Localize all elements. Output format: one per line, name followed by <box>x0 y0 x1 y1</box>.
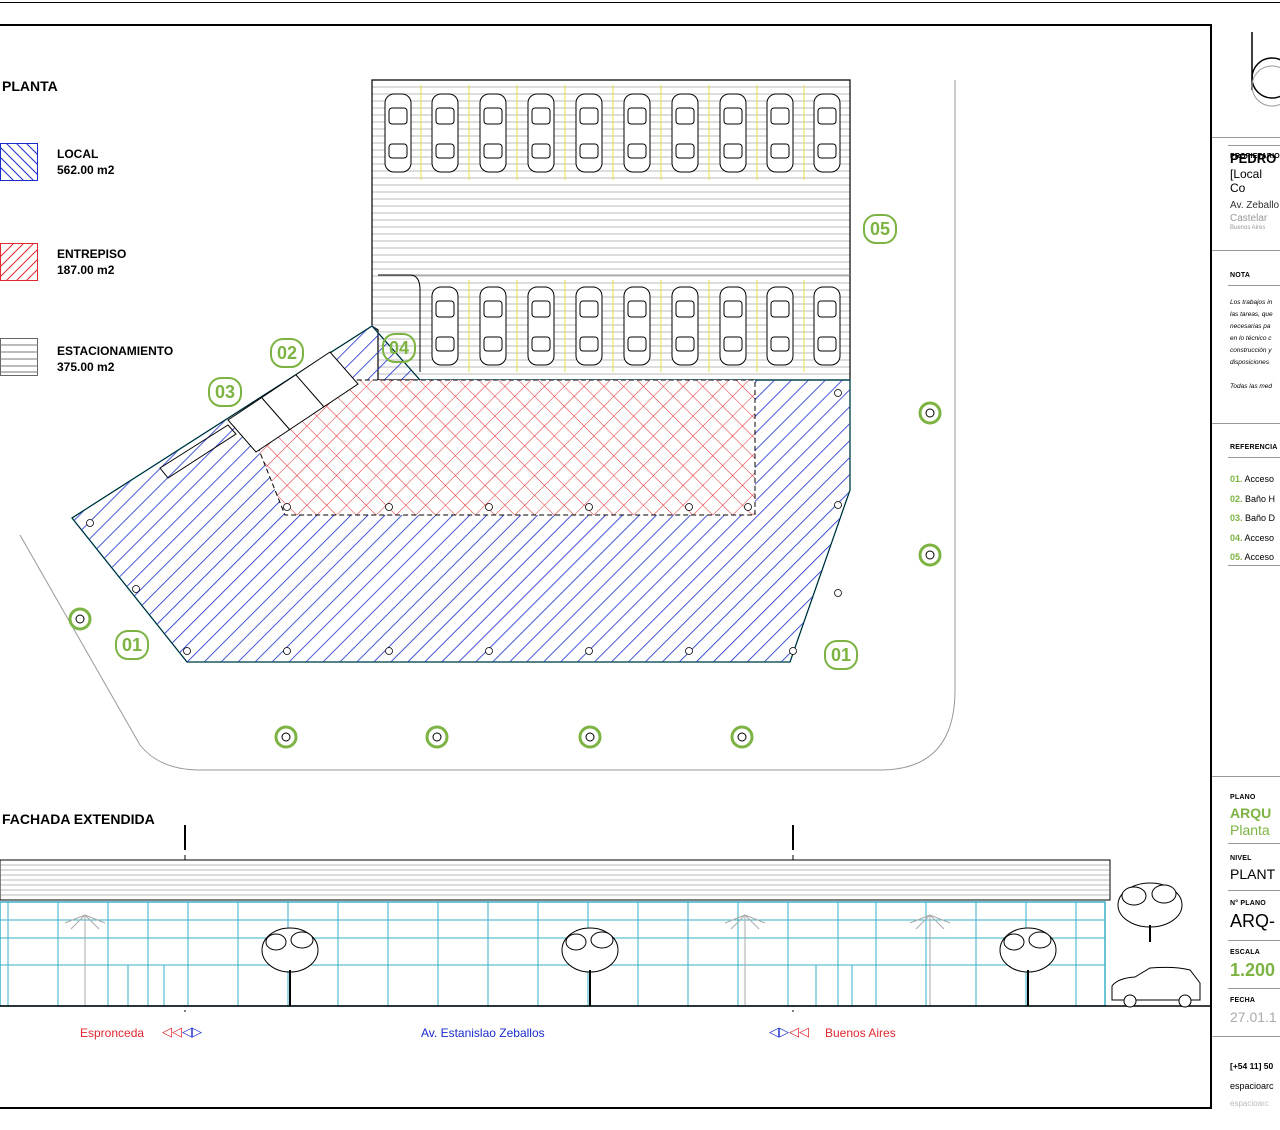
propietario-section: PROPIETARIO <box>1212 153 1280 160</box>
nota-label: NOTA <box>1230 272 1251 279</box>
street-trees <box>68 401 942 749</box>
parking-row-bottom <box>431 286 841 366</box>
legend-estacionamiento-label: ESTACIONAMIENTO <box>57 344 174 358</box>
city: Castelar <box>1230 213 1268 224</box>
plano-sub: Planta <box>1230 822 1270 838</box>
escala-label: ESCALA <box>1230 949 1260 956</box>
ref-item: 04. Acceso <box>1230 532 1275 543</box>
fachada-title: FACHADA EXTENDIDA <box>2 811 155 827</box>
legend-estacionamiento: ESTACIONAMIENTO 375.00 m2 <box>0 338 220 378</box>
legend-entrepiso-value: 187.00 m2 <box>57 263 115 277</box>
facade-palms <box>64 914 951 1005</box>
ref-item: 01. Acceso <box>1230 474 1275 484</box>
facade-elevation <box>0 825 1212 1015</box>
marker-05: 05 <box>863 214 897 244</box>
sheet-border <box>0 24 1212 1109</box>
contact-phone: [+54 11] 50 <box>1230 1061 1274 1071</box>
nplano-label: N° PLANO <box>1230 900 1266 907</box>
marker-03: 03 <box>208 377 242 407</box>
top-rule <box>0 2 1280 3</box>
legend-local-label: LOCAL <box>57 147 99 161</box>
nota-text: Los trabajos in las tareas, que necesari… <box>1230 299 1273 390</box>
bathrooms-block <box>159 351 359 479</box>
owner-name: PEDRO <box>1230 151 1277 166</box>
ref-item: 05. Acceso <box>1230 552 1275 562</box>
facade-trees <box>261 882 1183 1006</box>
referencias-label: REFERENCIA <box>1230 444 1278 451</box>
entrepiso-hatch-swatch <box>0 243 38 281</box>
facade-car <box>1111 966 1201 1008</box>
floor-plan <box>19 79 956 771</box>
marker-02: 02 <box>270 338 304 368</box>
street-right-arrows: ◁▷◁◁ <box>769 1024 809 1040</box>
facade-glazing <box>0 901 1106 1007</box>
plano-value: ARQU <box>1230 805 1272 821</box>
contact-web: espacioarc <box>1230 1099 1269 1108</box>
legend-local-value: 562.00 m2 <box>57 163 115 177</box>
contact-email: espacioarc <box>1230 1081 1274 1091</box>
address: Av. Zeballo <box>1230 200 1280 211</box>
street-right-label: Buenos Aires <box>825 1026 896 1040</box>
street-center-label: Av. Estanislao Zeballos <box>421 1026 545 1040</box>
province: Buenos Aires <box>1230 225 1266 231</box>
nplano-value: ARQ- <box>1230 911 1275 931</box>
parking-stall-lines <box>420 85 805 372</box>
propietario-label: PROPIETARIO <box>1230 153 1280 160</box>
estacionamiento-hatch-swatch <box>0 338 38 376</box>
sidewalk-outline <box>19 80 956 771</box>
owner-sub: [Local Co <box>1230 167 1263 195</box>
arrow-both-blue-right-icon: ◁▷ <box>769 1024 789 1039</box>
fecha-label: FECHA <box>1230 997 1256 1004</box>
nivel-label: NIVEL <box>1230 855 1252 862</box>
planta-title: PLANTA <box>2 78 58 94</box>
marker-04: 04 <box>382 333 416 363</box>
parking-row-top <box>384 93 841 173</box>
plano-label: PLANO <box>1230 794 1256 801</box>
street-left-label: Espronceda <box>80 1026 145 1040</box>
brand-logo-icon <box>1251 32 1280 107</box>
legend-local: LOCAL 562.00 m2 <box>0 143 200 183</box>
arrow-both-blue-icon: ◁▷ <box>182 1024 202 1039</box>
legend-entrepiso-label: ENTREPISO <box>57 247 127 261</box>
arrow-left-red-icon: ◁◁ <box>162 1024 182 1039</box>
escala-value: 1.200 <box>1230 960 1276 980</box>
marker-01-right: 01 <box>824 640 858 670</box>
legend-entrepiso: ENTREPISO 187.00 m2 <box>0 243 200 283</box>
legend-estacionamiento-value: 375.00 m2 <box>57 360 115 374</box>
arrow-left-red-right-icon: ◁◁ <box>789 1024 809 1039</box>
logo-mark <box>1238 20 1280 110</box>
marker-01-left: 01 <box>115 630 149 660</box>
ref-item: 03. Baño D <box>1230 513 1276 523</box>
referencias-list: 01. Acceso 02. Baño H 03. Baño D 04. Acc… <box>1230 470 1275 568</box>
street-left-arrows: ◁◁◁▷ <box>162 1024 202 1040</box>
local-hatch-swatch <box>0 143 38 181</box>
ref-item: 02. Baño H <box>1230 493 1276 504</box>
columns <box>86 389 842 655</box>
fecha-value: 27.01.1 <box>1230 1009 1277 1025</box>
nivel-value: PLANT <box>1230 866 1276 882</box>
